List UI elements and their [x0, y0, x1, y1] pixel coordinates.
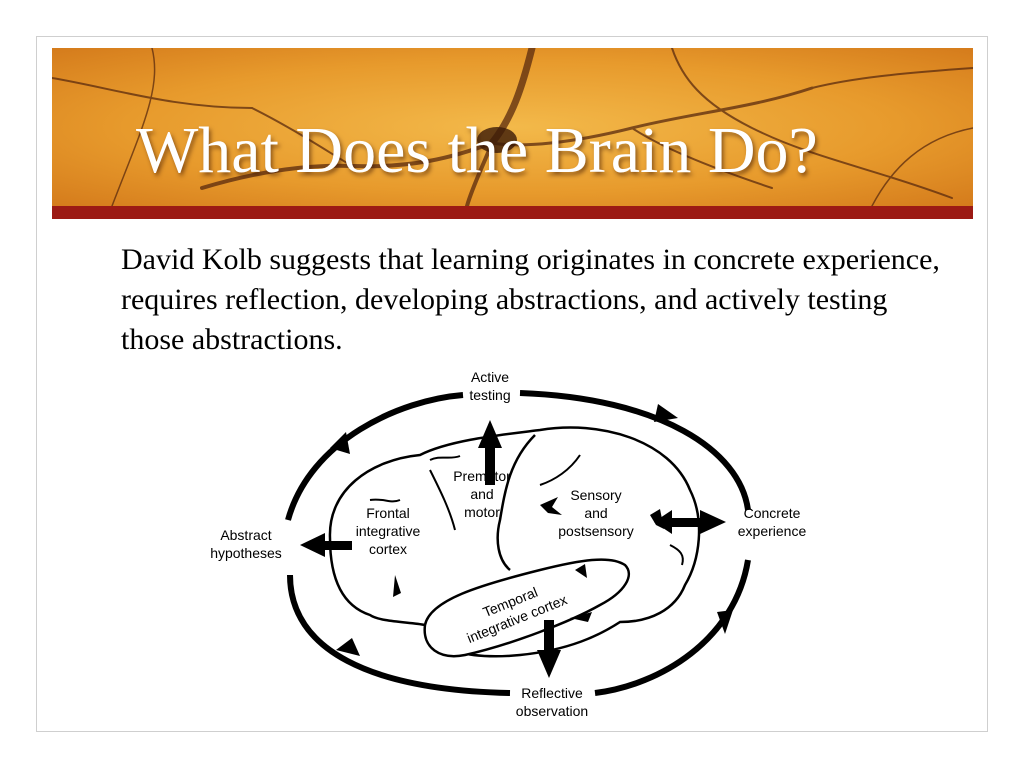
label-premotor: motor	[464, 504, 500, 520]
slide-title: What Does the Brain Do?	[136, 114, 818, 187]
frontal-divider	[429, 469, 456, 531]
label-concrete-experience: Concrete	[744, 505, 801, 521]
arrow-head-left	[300, 533, 325, 557]
sulcus-mark	[540, 497, 562, 515]
cycle-arc-top-right	[519, 390, 751, 511]
label-reflective-observation: Reflective	[521, 685, 583, 701]
cycle-arc-bottom-left	[287, 574, 511, 696]
temporal-lobe	[423, 558, 631, 658]
central-sulcus	[496, 434, 536, 571]
arrow-head-left-small	[654, 510, 672, 534]
label-frontal: integrative	[356, 523, 421, 539]
cycle-arrowhead	[336, 638, 360, 656]
label-abstract-hypotheses: Abstract	[220, 527, 271, 543]
label-active-testing: Active	[471, 369, 509, 385]
cycle-arc-bottom-right	[594, 559, 751, 696]
body-paragraph: David Kolb suggests that learning origin…	[121, 243, 940, 356]
cycle-arrowhead	[654, 404, 678, 422]
arrow-shaft-up	[485, 445, 495, 485]
sulcus-mark	[393, 575, 401, 597]
label-abstract-hypotheses: hypotheses	[210, 545, 282, 561]
cycle-arc-top-left	[285, 392, 464, 521]
label-premotor: Premotor	[453, 468, 511, 484]
label-sensory: postsensory	[558, 523, 633, 539]
cycle-arrowhead	[330, 432, 350, 454]
label-active-testing: testing	[469, 387, 510, 403]
kolb-brain-diagram: Active testing Concrete experience Refle…	[210, 369, 807, 719]
label-sensory: Sensory	[570, 487, 621, 503]
arrow-head-up	[478, 420, 502, 448]
title-banner-image	[52, 48, 973, 206]
label-frontal: Frontal	[366, 505, 410, 521]
label-premotor: and	[470, 486, 493, 502]
arrow-head-right	[700, 510, 726, 534]
cycle-arrowhead	[717, 610, 733, 634]
arrow-shaft-left	[322, 541, 352, 550]
label-sensory: and	[584, 505, 607, 521]
arrow-shaft-right	[670, 518, 702, 527]
label-frontal: cortex	[369, 541, 407, 557]
sulcus-mark	[575, 564, 587, 578]
title-stripe	[52, 206, 973, 219]
arrow-head-down	[537, 650, 561, 678]
label-reflective-observation: observation	[516, 703, 588, 719]
label-concrete-experience: experience	[738, 523, 807, 539]
sulcus-mark	[570, 612, 592, 622]
arrow-shaft-down	[544, 620, 554, 652]
